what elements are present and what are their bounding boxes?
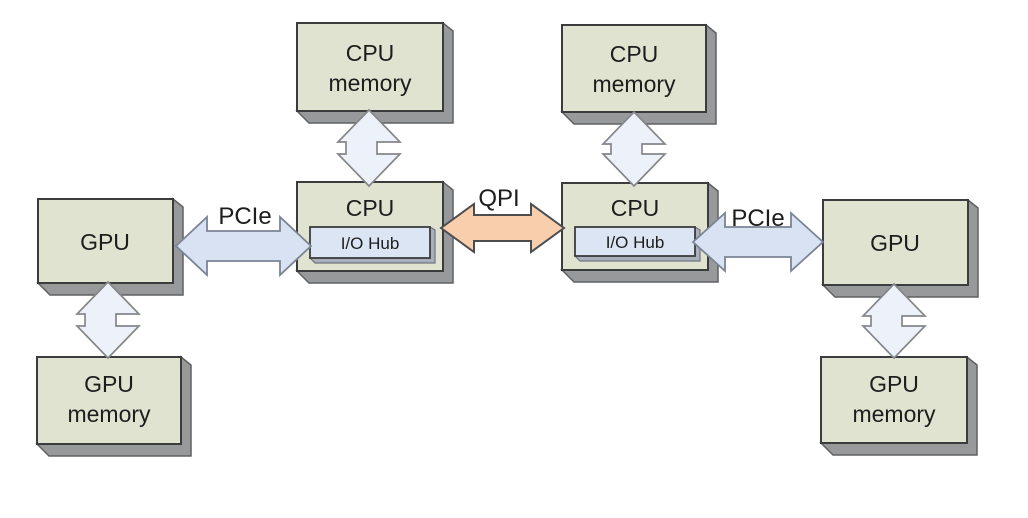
node-cpu-left: CPU I/O Hub — [295, 180, 454, 284]
io-hub-label: I/O Hub — [341, 234, 400, 253]
node-cpu-right: CPU I/O Hub — [560, 181, 719, 283]
memory-bus-arrow-gpu-right — [860, 282, 928, 360]
node-cpu-memory-left: CPU memory — [295, 21, 454, 124]
memory-bus-arrow-cpu-right — [600, 110, 668, 188]
node-gpu-memory-right: GPU memory — [819, 355, 978, 456]
memory-bus-arrow-gpu-left — [74, 280, 142, 360]
pcie-arrow-left — [174, 214, 313, 278]
pcie-right-label: PCIe — [731, 205, 784, 232]
io-hub-face — [574, 226, 696, 257]
node-label-line2: memory — [592, 71, 676, 97]
node-cpu-memory-right: CPU memory — [560, 23, 717, 125]
node-gpu-left: GPU — [36, 197, 184, 296]
box-face — [822, 199, 969, 286]
node-label-line1: CPU — [346, 40, 395, 66]
node-label-line1: GPU — [869, 371, 919, 397]
node-label-line2: memory — [328, 70, 412, 96]
node-label-line1: CPU — [610, 41, 659, 67]
box-face — [820, 356, 968, 444]
node-label: CPU — [611, 195, 660, 221]
node-io-hub-left: I/O Hub — [308, 225, 436, 264]
qpi-arrow — [439, 202, 566, 254]
node-label-line1: GPU — [84, 371, 134, 397]
node-label-line2: memory — [67, 401, 151, 427]
node-label: GPU — [80, 229, 130, 255]
pcie-arrow-right — [691, 210, 825, 274]
node-io-hub-right: I/O Hub — [573, 225, 701, 262]
node-label: CPU — [346, 195, 395, 221]
node-label: GPU — [870, 230, 920, 256]
node-gpu-memory-left: GPU memory — [35, 355, 192, 457]
io-hub-label: I/O Hub — [606, 233, 665, 252]
memory-bus-arrow-cpu-left — [335, 108, 403, 188]
box-face — [37, 198, 174, 284]
box-face — [561, 24, 707, 113]
node-label-line2: memory — [852, 401, 936, 427]
box-face — [296, 22, 444, 112]
node-gpu-right: GPU — [821, 198, 979, 298]
pcie-left-label: PCIe — [218, 203, 271, 230]
io-hub-face — [309, 226, 431, 259]
qpi-label: QPI — [478, 185, 519, 212]
